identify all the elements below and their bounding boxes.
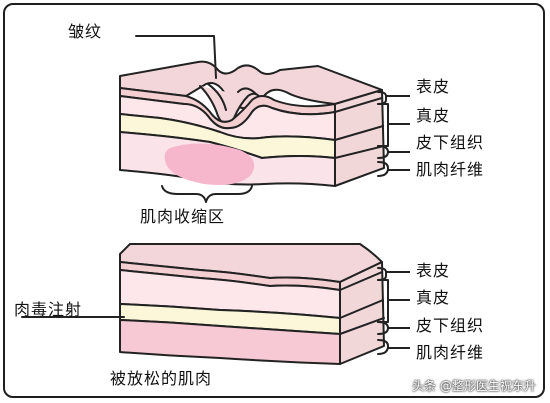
diagram1-label-muscle-fiber: 肌肉纤维 [416,160,485,179]
diagram2-label-dermis: 真皮 [416,288,451,307]
diagram1-wrinkle-pointer [135,35,217,79]
diagram1-label-epidermis: 表皮 [416,77,451,96]
wrinkle-label: 皱纹 [68,22,103,41]
diagram1-skin-block [119,60,385,203]
diagram1-top-surface [119,60,383,110]
image-border [3,3,545,398]
diagram2-skin-block [119,243,385,365]
diagram2-label-epidermis: 表皮 [416,261,451,280]
diagram2-label-muscle-fiber: 肌肉纤维 [416,343,485,362]
label-leaders [386,95,410,349]
diagram1-label-dermis: 真皮 [416,106,451,125]
watermark: 头条 @整形医生祝东升 [412,379,536,393]
diagram2-caption: 被放松的肌肉 [110,369,213,388]
diagram2-label-subcutaneous: 皮下组织 [416,316,485,335]
diagram1-label-subcutaneous: 皮下组织 [416,133,485,152]
injection-label: 肉毒注射 [14,300,83,319]
diagram1-wrinkle-fold-2 [207,83,257,111]
diagram1-muscle-bracket [161,185,253,203]
diagram1-contracted-muscle [164,143,255,185]
diagram2-side-face [339,261,385,365]
diagram1-caption: 肌肉收缩区 [140,207,226,226]
